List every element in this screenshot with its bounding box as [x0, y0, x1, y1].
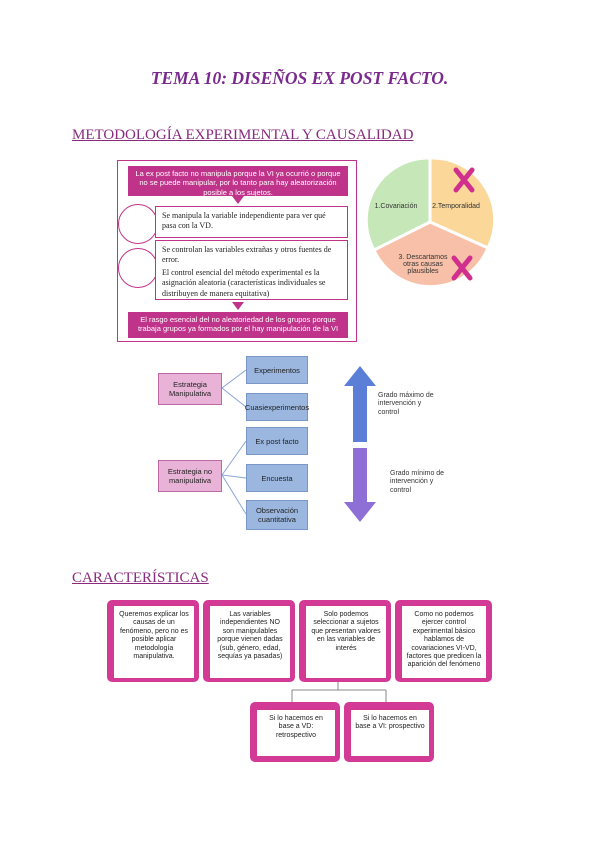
causality-cycle [364, 156, 497, 289]
page-title: TEMA 10: DISEÑOS EX POST FACTO. [150, 68, 449, 88]
characteristic-text-1: Queremos explicar los causas de un fenóm… [114, 606, 194, 678]
note-grado-maximo: Grado máximo de intervención y control [378, 392, 434, 416]
control-arrows [344, 366, 376, 522]
box-encuesta: Encuesta [246, 464, 308, 492]
characteristic-text-4: Como no podemos ejercer control experime… [402, 606, 486, 678]
methodology-diagram-frame [117, 160, 357, 342]
box-ex-post-facto: Ex post facto [246, 427, 308, 455]
characteristic-text-2: Las variables independientes NO son mani… [210, 606, 290, 678]
no-manipula-note: La ex post facto no manipula porque la V… [128, 166, 348, 197]
cycle-segment-temporalidad [428, 156, 497, 250]
control-text-b: El control esencial del método experimen… [162, 267, 326, 298]
down-arrow-icon-violet [344, 448, 376, 522]
characteristic-text-5: Si lo hacemos en base a VD: retrospectiv… [257, 710, 335, 756]
circle-marker-2 [118, 248, 158, 288]
note-grado-minimo: Grado mínimo de intervención y control [390, 470, 445, 494]
cycle-label-covariacion: 1.Covariación [374, 203, 418, 210]
control-box: Se controlan las variables extrañas y ot… [155, 240, 348, 300]
characteristic-text-3: Solo podemos seleccionar a sujetos que p… [306, 606, 386, 678]
down-arrow-icon [232, 196, 244, 204]
no-aleatoriedad-note: El rasgo esencial del no aleatoriedad de… [128, 312, 348, 338]
box-experimentos: Experimentos [246, 356, 308, 384]
up-arrow-icon [344, 366, 376, 442]
section-heading-metodologia: METODOLOGÍA EXPERIMENTAL Y CAUSALIDAD [72, 127, 414, 143]
cross-icon-1 [453, 167, 475, 193]
box-cuasiexperimentos: Cuasiexperimentos [245, 393, 309, 421]
circle-marker-1 [118, 204, 158, 244]
cross-icon-2 [451, 255, 473, 281]
strategy-manipulativa: Estrategia Manipulativa [158, 373, 222, 405]
characteristic-text-6: Si lo hacemos en base a VI: prospectivo [351, 710, 429, 756]
manipula-vi-box: Se manipula la variable independiente pa… [155, 206, 348, 238]
section-heading-caracteristicas: CARACTERÍSTICAS [72, 570, 209, 586]
cycle-label-causas: 3. Descartamos otras causas plausibles [398, 254, 448, 275]
cycle-segment-covariacion [364, 156, 432, 252]
down-arrow-icon-2 [232, 302, 244, 310]
cycle-label-temporalidad: 2.Temporalidad [432, 203, 480, 210]
control-text-a: Se controlan las variables extrañas y ot… [162, 245, 332, 265]
strategy-no-manipulativa: Estrategia no manipulativa [158, 460, 222, 492]
box-observacion: Observación cuantitativa [246, 500, 308, 530]
